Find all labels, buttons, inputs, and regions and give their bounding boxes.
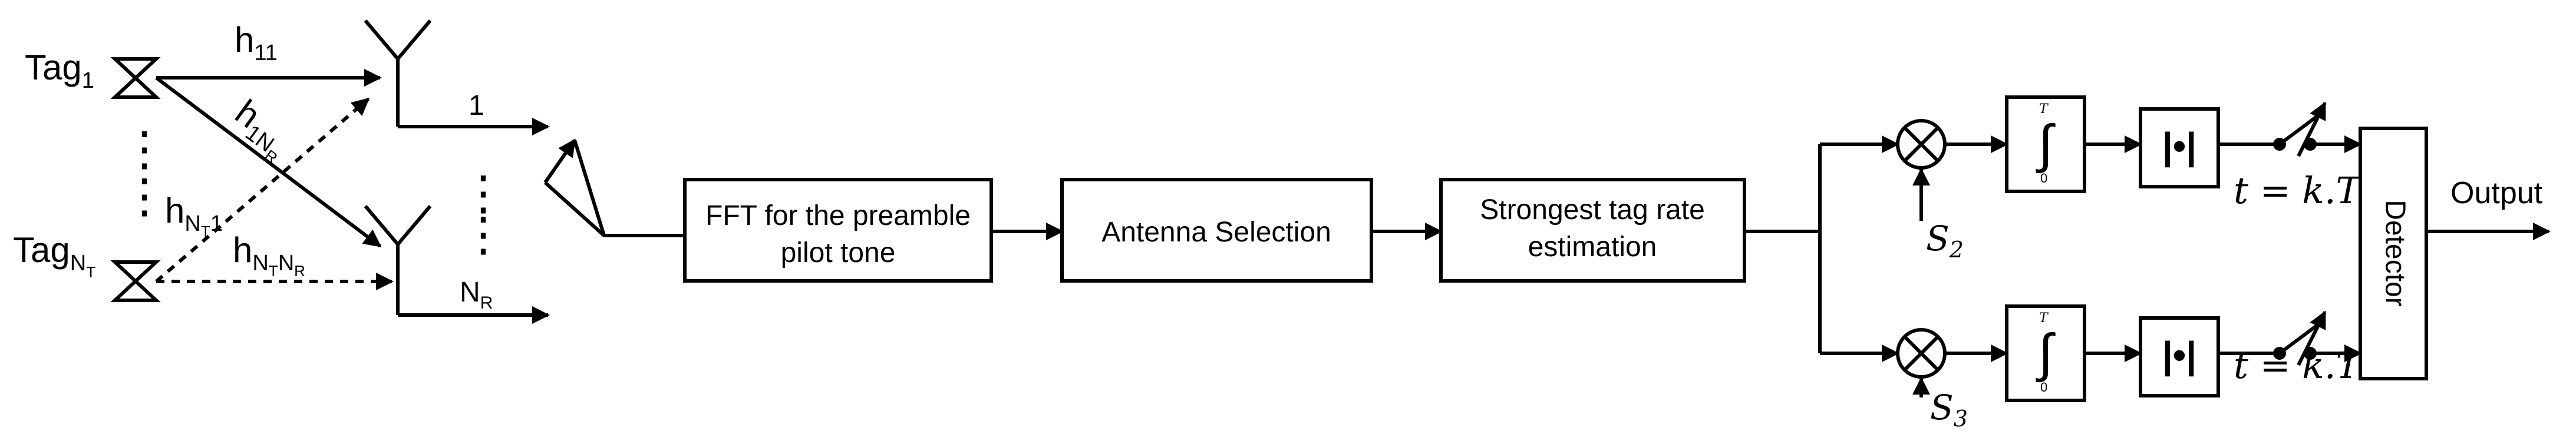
backscatter-tag-icon (110, 57, 161, 99)
mixer-icon-2 (1896, 328, 1947, 379)
svg-text:T: T (2039, 102, 2049, 117)
reference-s3: S3 (1930, 387, 1968, 432)
switch-icon-2 (2273, 310, 2362, 366)
strongest-label-line1: Strongest tag rate (1480, 194, 1705, 226)
strongest-tag-block: Strongest tag rate estimation (1439, 178, 1746, 283)
antenna-nr-label: NR (460, 277, 493, 313)
sample-time-upper: t = k.T (2234, 169, 2363, 212)
svg-text:∫: ∫ (2036, 115, 2056, 174)
fft-label-line1: FFT for the preamble (705, 200, 971, 231)
tags-ellipsis-2: ⋮ (121, 170, 168, 222)
strongest-label-line2: estimation (1528, 231, 1657, 263)
antenna-icon-2 (364, 205, 432, 315)
absolute-value-icon-2: |•| (2139, 316, 2220, 397)
antenna-1-label: 1 (469, 90, 484, 121)
integrator-icon: T ∫ 0 (2005, 95, 2086, 193)
absolute-value-icon: |•| (2139, 107, 2220, 188)
svg-text:|•|: |•| (2162, 125, 2196, 168)
antenna-1: 1 (364, 19, 550, 135)
label-hnt1: hNT1 (165, 191, 223, 240)
tag-1-label: Tag1 (25, 48, 94, 93)
antenna-switch (543, 138, 685, 237)
antenna-nr: NR (364, 205, 550, 324)
lower-branch: S3 T ∫ 0 |•| t = k.T (1896, 304, 2363, 432)
upper-branch: S2 T ∫ 0 |•| t = k.T (1896, 95, 2363, 263)
svg-text:0: 0 (2040, 171, 2047, 185)
backscatter-tag-icon-2 (110, 260, 161, 302)
detector-block: Detector (2359, 127, 2428, 380)
svg-text:|•|: |•| (2162, 334, 2196, 377)
channel-hnt1-line (155, 97, 370, 283)
svg-text:∫: ∫ (2036, 324, 2056, 383)
antennas-ellipsis-2: ⋮ (460, 208, 507, 260)
switch-icon (2273, 101, 2362, 157)
sample-time-lower: t = k.T (2234, 344, 2363, 387)
branch-fork (1744, 144, 1822, 353)
tag-1: Tag1 (25, 48, 161, 99)
tag-nt: TagNT (13, 230, 161, 302)
mixer-icon (1896, 119, 1947, 170)
output-label: Output (2450, 176, 2543, 210)
svg-text:0: 0 (2040, 380, 2047, 395)
antenna-selection-label: Antenna Selection (1101, 217, 1331, 248)
fft-label-line2: pilot tone (781, 237, 896, 269)
svg-text:T: T (2039, 311, 2049, 326)
tags-ellipsis: ⋮ (121, 122, 168, 175)
label-hntnr: hNTNR (233, 230, 305, 280)
antennas-ellipsis: ⋮ (460, 167, 507, 219)
label-h11: h11 (235, 20, 278, 65)
channel-h1nr-line (155, 76, 382, 248)
antenna-selection-block: Antenna Selection (1060, 178, 1373, 283)
fft-block: FFT for the preamble pilot tone (683, 178, 993, 283)
tag-nt-label: TagNT (13, 230, 95, 281)
integrator-icon-2: T ∫ 0 (2005, 304, 2086, 402)
reference-s2: S2 (1926, 218, 1964, 263)
antenna-icon (364, 19, 432, 127)
detector-label: Detector (2379, 200, 2410, 306)
